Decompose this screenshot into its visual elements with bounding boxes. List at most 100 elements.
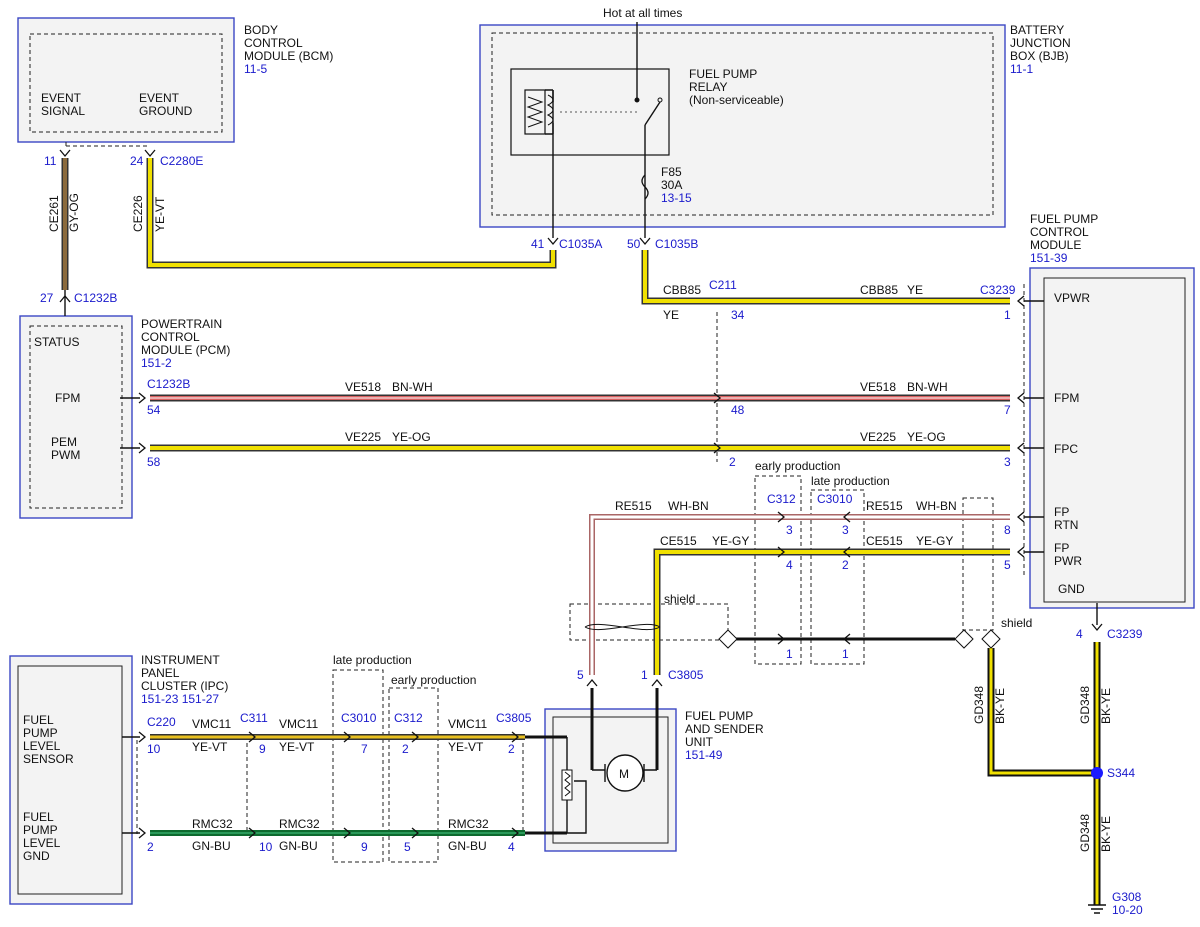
label-early-production-bottom: early production [391,673,476,687]
pin-2-c312: 2 [402,742,409,756]
pin-54: 54 [147,403,161,417]
wire-ye-og-b: YE-OG [907,430,946,444]
wire-rmc32-c: RMC32 [448,817,489,831]
wire-cbb85-b: CBB85 [860,283,898,297]
pin-7: 7 [1004,403,1011,417]
fpcm-ref: 151-39 [1030,251,1068,265]
wire-ce515-b: CE515 [866,534,903,548]
fpcm-fp-pwr-1: FP [1054,541,1069,555]
bcm-ref: 11-5 [244,62,267,76]
circuit-labels: CE261 GY-OG CE226 YE-VT CBB85 YE CBB85 Y… [47,193,1113,853]
wire-ce515-a: CE515 [660,534,697,548]
pin-9-c311: 9 [259,742,266,756]
conn-c3805-top: C3805 [668,668,704,682]
pcm-title-3: MODULE (PCM) [141,343,230,357]
bcm-title-3: MODULE (BCM) [244,49,333,63]
conn-c211: C211 [709,278,737,292]
wire-ye-gy-a: YE-GY [712,534,749,548]
production-labels: early production late production late pr… [333,459,1032,687]
fpsu-title-1: FUEL PUMP [685,709,753,723]
bjb-module [479,24,1006,228]
ipc-gnd-3: LEVEL [23,836,61,850]
ipc-module [9,655,133,905]
pin-2-fpc: 2 [729,455,736,469]
fuse-name: F85 [661,165,682,179]
pcm-pwm: PWM [51,448,80,462]
wire-ce226: CE226 [131,195,145,232]
conn-c1035b: C1035B [655,237,698,251]
pin-24: 24 [130,154,144,168]
pin-1-c312-shield: 1 [786,647,793,661]
wire-bk-ye-c: BK-YE [1099,816,1113,852]
bjb-title-1: BATTERY [1010,23,1064,37]
bcm-title-2: CONTROL [244,36,303,50]
wire-gn-bu-a: GN-BU [192,839,231,853]
connector-labels: C2280E C1232B C1232B C1035A C1035B C211 … [40,154,1143,917]
ipc-sensor-4: SENSOR [23,752,74,766]
conn-c3805-bottom: C3805 [496,711,532,725]
pin-4-c312: 4 [786,558,793,572]
wire-bk-ye-b: BK-YE [1099,688,1113,724]
bcm-title-1: BODY [244,23,278,37]
ground-g308-label: G308 [1112,890,1142,904]
pcm-ref: 151-2 [141,356,172,370]
conn-c2280e: C2280E [160,154,203,168]
fpcm-fpm: FPM [1054,391,1079,405]
bjb-title-3: BOX (BJB) [1010,49,1069,63]
wire-re515-a: RE515 [615,499,652,513]
bjb-ref: 11-1 [1010,62,1033,76]
label-shield-a: shield [664,592,695,606]
pin-5-fppwr: 5 [1004,558,1011,572]
wire-ve518-a: VE518 [345,380,381,394]
splice-s344 [1091,767,1103,779]
pin-48: 48 [731,403,745,417]
bcm-event-ground-1: EVENT [139,91,180,105]
bcm-event-signal-2: SIGNAL [41,104,85,118]
bjb-title-2: JUNCTION [1010,36,1071,50]
pin-41: 41 [531,237,545,251]
wire-gd348-c: GD348 [1078,814,1092,852]
motor-label: M [619,767,629,781]
wire-vmc11-c: VMC11 [448,717,487,731]
pin-34: 34 [731,308,745,322]
pin-1-c3010-shield: 1 [842,647,849,661]
pin-10-c220: 10 [147,742,161,756]
fpsu-ref: 151-49 [685,748,723,762]
conn-c311: C311 [240,711,268,725]
conn-c220: C220 [147,715,176,729]
fuel-pump-motor [561,737,657,834]
fpcm-title-2: CONTROL [1030,225,1089,239]
ground-g308-ref: 10-20 [1112,903,1143,917]
fpsu-title-3: UNIT [685,735,714,749]
fpcm-module [1029,267,1195,609]
pin-3-fpc: 3 [1004,455,1011,469]
wire-rmc32-b: RMC32 [279,817,320,831]
fuse-ref: 13-15 [661,191,692,205]
conn-c312-bottom: C312 [394,711,423,725]
pin-50: 50 [627,237,641,251]
conn-c312-top: C312 [767,492,796,506]
wire-ve225-b: VE225 [860,430,896,444]
wire-wh-bn-b: WH-BN [916,499,957,513]
connector-boundaries [65,142,1025,863]
wire-ve225-a: VE225 [345,430,381,444]
label-late-production-top: late production [811,474,890,488]
bcm-module: EVENT SIGNAL EVENT GROUND [17,17,235,143]
wire-bk-ye-a: BK-YE [993,688,1007,724]
wire-ye-a: YE [663,308,679,322]
wire-bn-wh-a: BN-WH [392,380,433,394]
pin-2-c3010: 2 [842,558,849,572]
ipc-gnd-4: GND [23,849,50,863]
wire-ye-vt-b: YE-VT [279,740,315,754]
conn-c1232b-pcm: C1232B [147,377,190,391]
wire-gd348-a: GD348 [972,686,986,724]
fpcm-fp-rtn-1: FP [1054,505,1069,519]
ipc-gnd-2: PUMP [23,823,58,837]
fpcm-fp-rtn-2: RTN [1054,518,1078,532]
fpcm-title-1: FUEL PUMP [1030,212,1098,226]
wire-ye-og-a: YE-OG [392,430,431,444]
fpcm-fp-pwr-2: PWR [1054,554,1082,568]
pin-4-c3805: 4 [508,840,515,854]
conn-c3239-top: C3239 [980,283,1016,297]
